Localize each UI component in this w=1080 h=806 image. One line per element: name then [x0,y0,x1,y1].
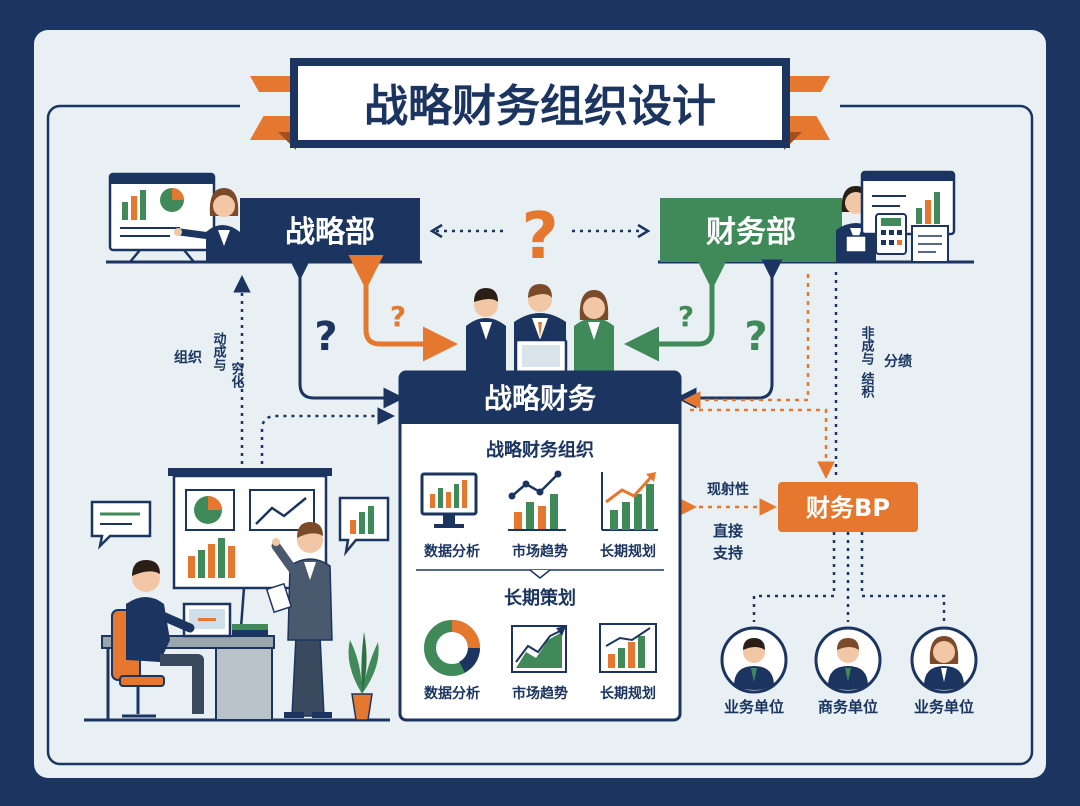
question-mark-left: ? [314,314,337,360]
strategy-dept-block: 战略部 [106,172,422,264]
scene-to-sf-dashed-arrow [260,407,395,464]
item-data-analysis-2: 数据分析 [424,685,480,702]
question-mark-right: ? [744,314,767,360]
hair-icon [837,638,859,650]
trend-bar-chart-icon [508,470,566,531]
bp-relation-top: 现射性 [707,481,749,498]
strategy-dept-label: 战略部 [285,215,375,250]
bp-relation-bottom-2: 支持 [712,544,743,562]
tie-icon [751,668,757,682]
long-term-bar-chart-icon [599,623,657,673]
arrow-finance-to-sf [675,259,783,409]
finance-dept-block: 财务部 [658,170,974,264]
title-banner: 战略财务组织设计 [240,58,840,150]
business-unit-label: 商务单位 [818,698,878,716]
donut-chart-icon [424,620,480,676]
sf-to-bp-orange-dashed [690,408,835,479]
business-units: 业务单位 商务单位 业务单位 [720,626,978,716]
business-unit-label: 业务单位 [914,698,974,716]
orange-arrow-left [348,255,458,362]
monitor-chart-icon [420,472,478,528]
right-label-col-b: 结积 [859,371,875,399]
section-strategic-finance-org: 战略财务组织 [486,439,594,461]
business-unit-1: 业务单位 [720,626,788,716]
finance-dept-label: 财务部 [706,215,796,250]
section-long-term-planning: 长期策划 [504,587,576,609]
business-unit-label: 业务单位 [724,698,784,716]
finance-bp-label: 财务BP [806,494,890,522]
presentation-board-icon [108,172,216,263]
business-unit-3: 业务单位 [910,626,978,716]
item-market-trend-2: 市场趋势 [512,685,568,702]
item-long-term-plan-1: 长期规划 [600,543,656,560]
person-head-icon [933,641,955,663]
hair-icon [743,638,765,650]
business-unit-2: 商务单位 [814,626,882,716]
area-trend-chart-icon [511,625,567,673]
tie-icon [845,668,851,682]
page-title: 战略财务组织设计 [364,81,716,132]
team-group-icon [466,284,614,374]
item-data-analysis-1: 数据分析 [424,543,480,560]
calculator-icon [875,213,907,255]
finance-bp-block: 财务BP [778,482,918,532]
question-mark-orange: ? [390,300,406,333]
strategic-finance-title: 战略财务 [484,382,596,415]
left-label-col-a: 动成与 [211,332,227,372]
left-label-col-b: 组织 [174,349,202,366]
bp-relation-bottom-1: 直接 [713,522,743,540]
office-scene-illustration [84,468,390,722]
question-mark-center: ? [521,200,558,274]
dept-link-arrowhead-left [429,223,443,239]
finance-to-sf-orange-dashed [683,274,810,409]
left-label-col-c: 穷化 [229,361,245,389]
arrow-strategy-to-sf [289,259,405,409]
document-stack-icon [911,225,949,263]
strategic-finance-panel: 战略财务 战略财务组织 长期策划 [398,370,682,722]
dept-link-arrowhead-right [637,223,651,239]
right-label-col-c: 分绩 [884,353,912,370]
item-long-term-plan-2: 长期规划 [600,685,656,702]
growth-arrow-chart-icon [601,472,658,531]
bp-to-unit-left [752,532,836,622]
green-arrow-right [624,255,730,362]
question-mark-green: ? [678,300,694,333]
tie-icon [941,668,947,682]
bp-to-unit-right [860,532,946,622]
presenter-woman-icon [174,188,240,262]
right-label-col-a: 非成与 [859,325,875,366]
item-market-trend-1: 市场趋势 [512,543,568,560]
